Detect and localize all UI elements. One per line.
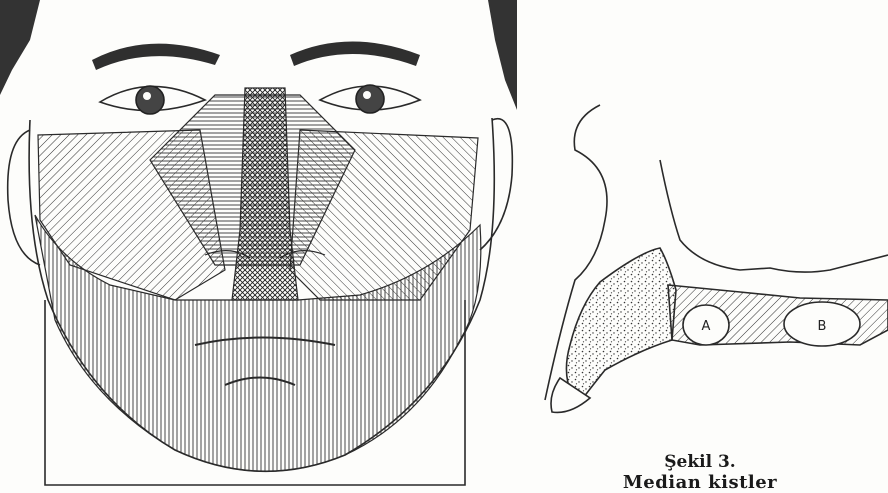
figure-title: Median kistler xyxy=(560,472,840,493)
eyebrow-right xyxy=(290,42,420,67)
cyst-a-label: A xyxy=(702,319,711,334)
cyst-b-label: B xyxy=(818,319,827,334)
hair-left xyxy=(0,0,40,95)
figure-number: Şekil 3. xyxy=(560,452,840,472)
iris-right xyxy=(356,85,384,113)
hair-right xyxy=(488,0,517,110)
nasal-floor xyxy=(660,160,888,272)
iris-left xyxy=(136,86,164,114)
sagittal-diagram xyxy=(545,105,888,412)
ear-right xyxy=(480,119,512,250)
face-regions xyxy=(35,88,481,471)
eyebrow-left xyxy=(92,44,220,70)
